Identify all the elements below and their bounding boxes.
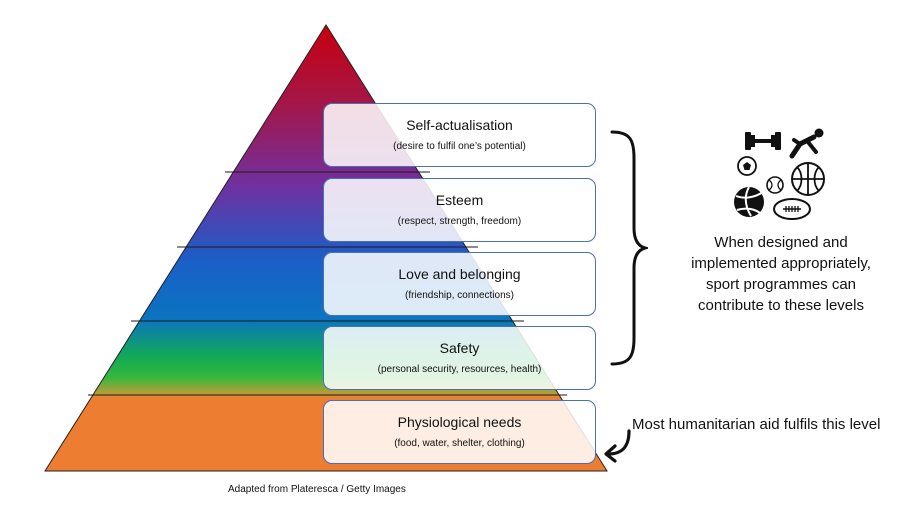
level-description: (food, water, shelter, clothing)	[394, 438, 525, 449]
level-description: (desire to fulfil one’s potential)	[393, 141, 526, 152]
aid-note: Most humanitarian aid fulfils this level	[632, 416, 881, 433]
level-box-self-actualisation: Self-actualisation (desire to fulfil one…	[323, 103, 596, 167]
sport-note: When designed and implemented appropriat…	[691, 234, 871, 314]
curly-brace-icon	[610, 130, 648, 366]
american-football-icon	[773, 198, 811, 220]
level-title: Physiological needs	[397, 414, 522, 430]
level-title: Safety	[439, 340, 480, 356]
level-description: (friendship, connections)	[405, 290, 514, 301]
soccer-ball-icon	[737, 156, 757, 176]
volleyball-icon	[734, 186, 764, 217]
level-box-esteem: Esteem (respect, strength, freedom)	[323, 178, 596, 242]
level-box-physiological: Physiological needs (food, water, shelte…	[323, 400, 596, 464]
level-box-safety: Safety (personal security, resources, he…	[323, 326, 596, 390]
level-description: (personal security, resources, health)	[377, 364, 542, 375]
level-description: (respect, strength, freedom)	[397, 216, 522, 227]
level-title: Esteem	[435, 192, 484, 208]
sprinter-icon	[789, 128, 824, 159]
arrow-left-icon	[604, 429, 631, 463]
level-title: Self-actualisation	[406, 117, 513, 133]
dumbbell-icon	[745, 132, 781, 150]
tennis-ball-icon	[766, 176, 784, 194]
level-title: Love and belonging	[398, 266, 521, 282]
basketball-icon	[791, 162, 825, 196]
level-box-love-belonging: Love and belonging (friendship, connecti…	[323, 252, 596, 316]
image-credit: Adapted from Plateresca / Getty Images	[228, 484, 406, 495]
sports-icons	[734, 128, 825, 220]
